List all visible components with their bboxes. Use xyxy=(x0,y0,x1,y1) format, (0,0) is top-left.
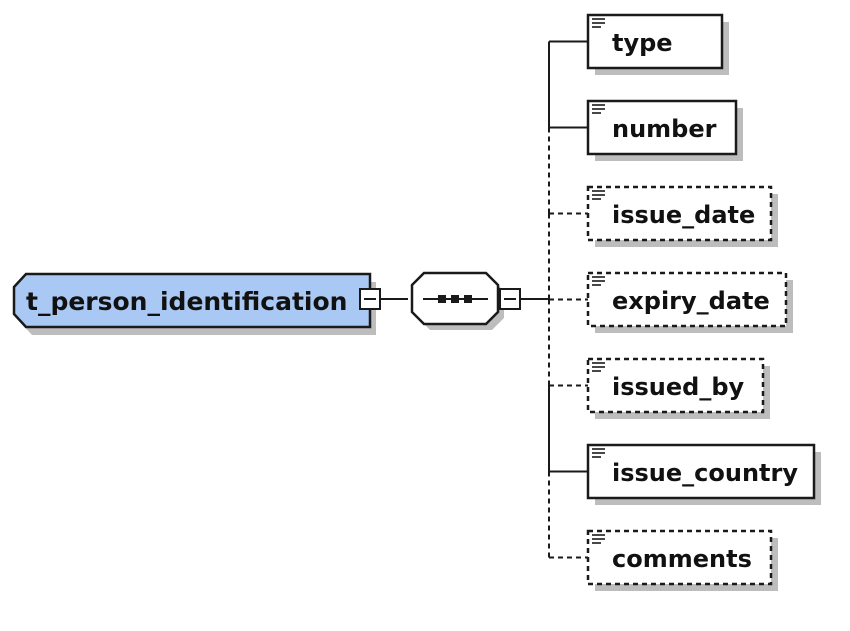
root-collapse-toggle[interactable] xyxy=(359,288,381,310)
element-box xyxy=(586,357,765,414)
text-lines-icon xyxy=(592,18,605,28)
element-box xyxy=(586,13,724,70)
root-node[interactable]: t_person_identification xyxy=(12,272,376,335)
text-lines-icon xyxy=(592,276,605,286)
element-node-type[interactable]: type xyxy=(586,13,729,75)
element-label: comments xyxy=(612,545,752,573)
text-lines-icon xyxy=(592,362,605,372)
element-node-issued_by[interactable]: issued_by xyxy=(586,357,770,419)
element-label: issued_by xyxy=(612,373,745,401)
text-lines-icon xyxy=(592,534,605,544)
element-box xyxy=(586,271,788,328)
element-label: issue_date xyxy=(612,201,755,229)
element-node-number[interactable]: number xyxy=(586,99,743,161)
element-box xyxy=(586,185,773,242)
sequence-compositor[interactable] xyxy=(410,271,504,330)
element-box xyxy=(586,99,738,156)
element-box xyxy=(586,443,816,500)
root-node-label: t_person_identification xyxy=(26,287,347,316)
text-lines-icon xyxy=(592,190,605,200)
element-node-issue_date[interactable]: issue_date xyxy=(586,185,778,247)
element-label: number xyxy=(612,115,717,143)
text-lines-icon xyxy=(592,448,605,458)
text-lines-icon xyxy=(592,104,605,114)
child-elements: type number issue_date expiry_date issued_by… xyxy=(548,13,821,591)
element-box xyxy=(586,529,773,586)
sequence-dots-icon xyxy=(423,295,488,303)
element-label: issue_country xyxy=(612,459,798,487)
element-label: type xyxy=(612,29,673,57)
element-node-expiry_date[interactable]: expiry_date xyxy=(586,271,793,333)
element-node-comments[interactable]: comments xyxy=(586,529,778,591)
root-node-box xyxy=(12,272,372,329)
element-node-issue_country[interactable]: issue_country xyxy=(586,443,821,505)
sequence-collapse-toggle[interactable] xyxy=(499,288,521,310)
element-label: expiry_date xyxy=(612,287,770,315)
